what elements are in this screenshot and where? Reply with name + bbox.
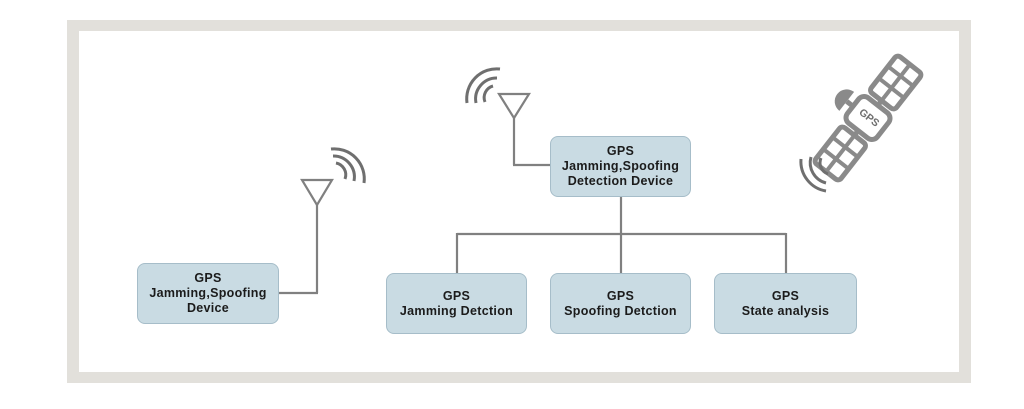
antenna-left-icon xyxy=(300,147,366,293)
jamming-detection-box: GPS Jamming Detction xyxy=(386,273,527,334)
satellite-signal-icon xyxy=(799,156,829,193)
state-analysis-line-1: GPS xyxy=(771,288,800,303)
spoofing-detection-box: GPS Spoofing Detction xyxy=(550,273,691,334)
state-analysis-box: GPS State analysis xyxy=(714,273,857,334)
detection-device-line-3: Detection Device xyxy=(567,174,674,188)
detection-device-box: GPS Jamming,Spoofing Detection Device xyxy=(550,136,691,197)
detection-device-line-2: Jamming,Spoofing xyxy=(561,159,680,173)
jamming-detection-line-1: GPS xyxy=(442,288,471,303)
spoofing-detection-line-2: Spoofing Detction xyxy=(564,303,677,318)
antenna-top-icon xyxy=(465,67,551,167)
tree-connector xyxy=(455,196,788,274)
state-analysis-line-2: State analysis xyxy=(741,303,830,318)
jamming-detection-line-2: Jamming Detction xyxy=(399,303,514,318)
satellite-icon xyxy=(812,53,924,183)
device-line-3: Device xyxy=(186,301,230,315)
device-line-2: Jamming,Spoofing xyxy=(149,286,267,300)
detection-device-line-1: GPS xyxy=(606,144,635,158)
jamming-spoofing-device-box: GPS Jamming,Spoofing Device xyxy=(137,263,279,324)
device-line-1: GPS xyxy=(194,271,222,285)
spoofing-detection-line-1: GPS xyxy=(606,288,635,303)
